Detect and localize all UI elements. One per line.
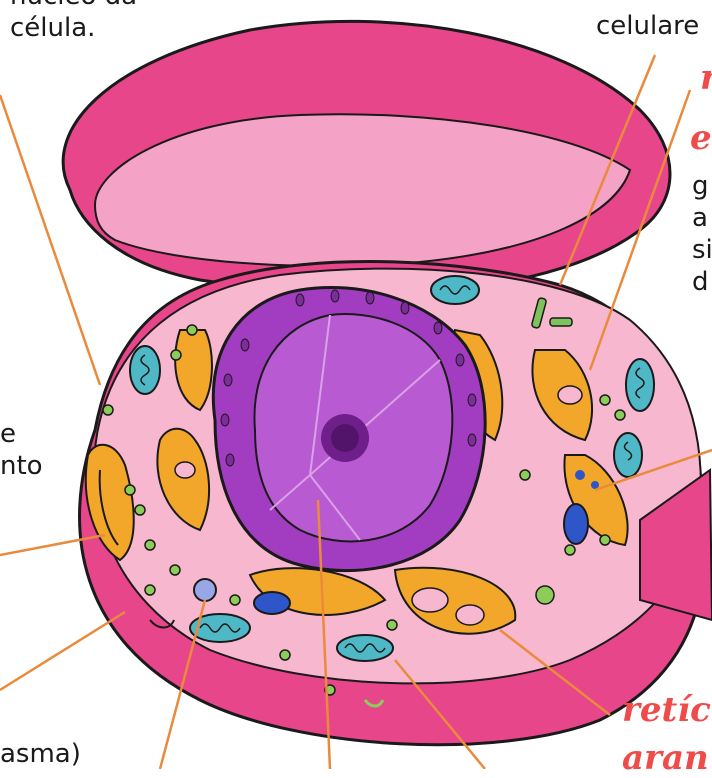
label-right-text-1: g — [692, 172, 709, 200]
label-right-red-2: e — [690, 118, 712, 158]
label-bottom-right-red-1: retícu — [622, 690, 712, 730]
label-left-mid-1: e — [0, 420, 16, 448]
label-bottom-right-red-2: aran — [622, 738, 709, 778]
label-right-text-2: a — [692, 204, 708, 232]
label-right-red-1: r — [700, 58, 712, 98]
label-right-text-3: si — [692, 236, 712, 264]
label-top-left-line1: núcleo da — [10, 0, 137, 10]
label-top-right: celulare — [596, 12, 699, 40]
membrane-lid — [63, 21, 670, 292]
label-right-text-4: d — [692, 268, 709, 296]
nucleus — [213, 287, 485, 570]
label-left-mid-2: nto — [0, 452, 43, 480]
label-top-left-line2: célula. — [10, 14, 95, 42]
label-bottom-left: asma) — [0, 740, 81, 768]
